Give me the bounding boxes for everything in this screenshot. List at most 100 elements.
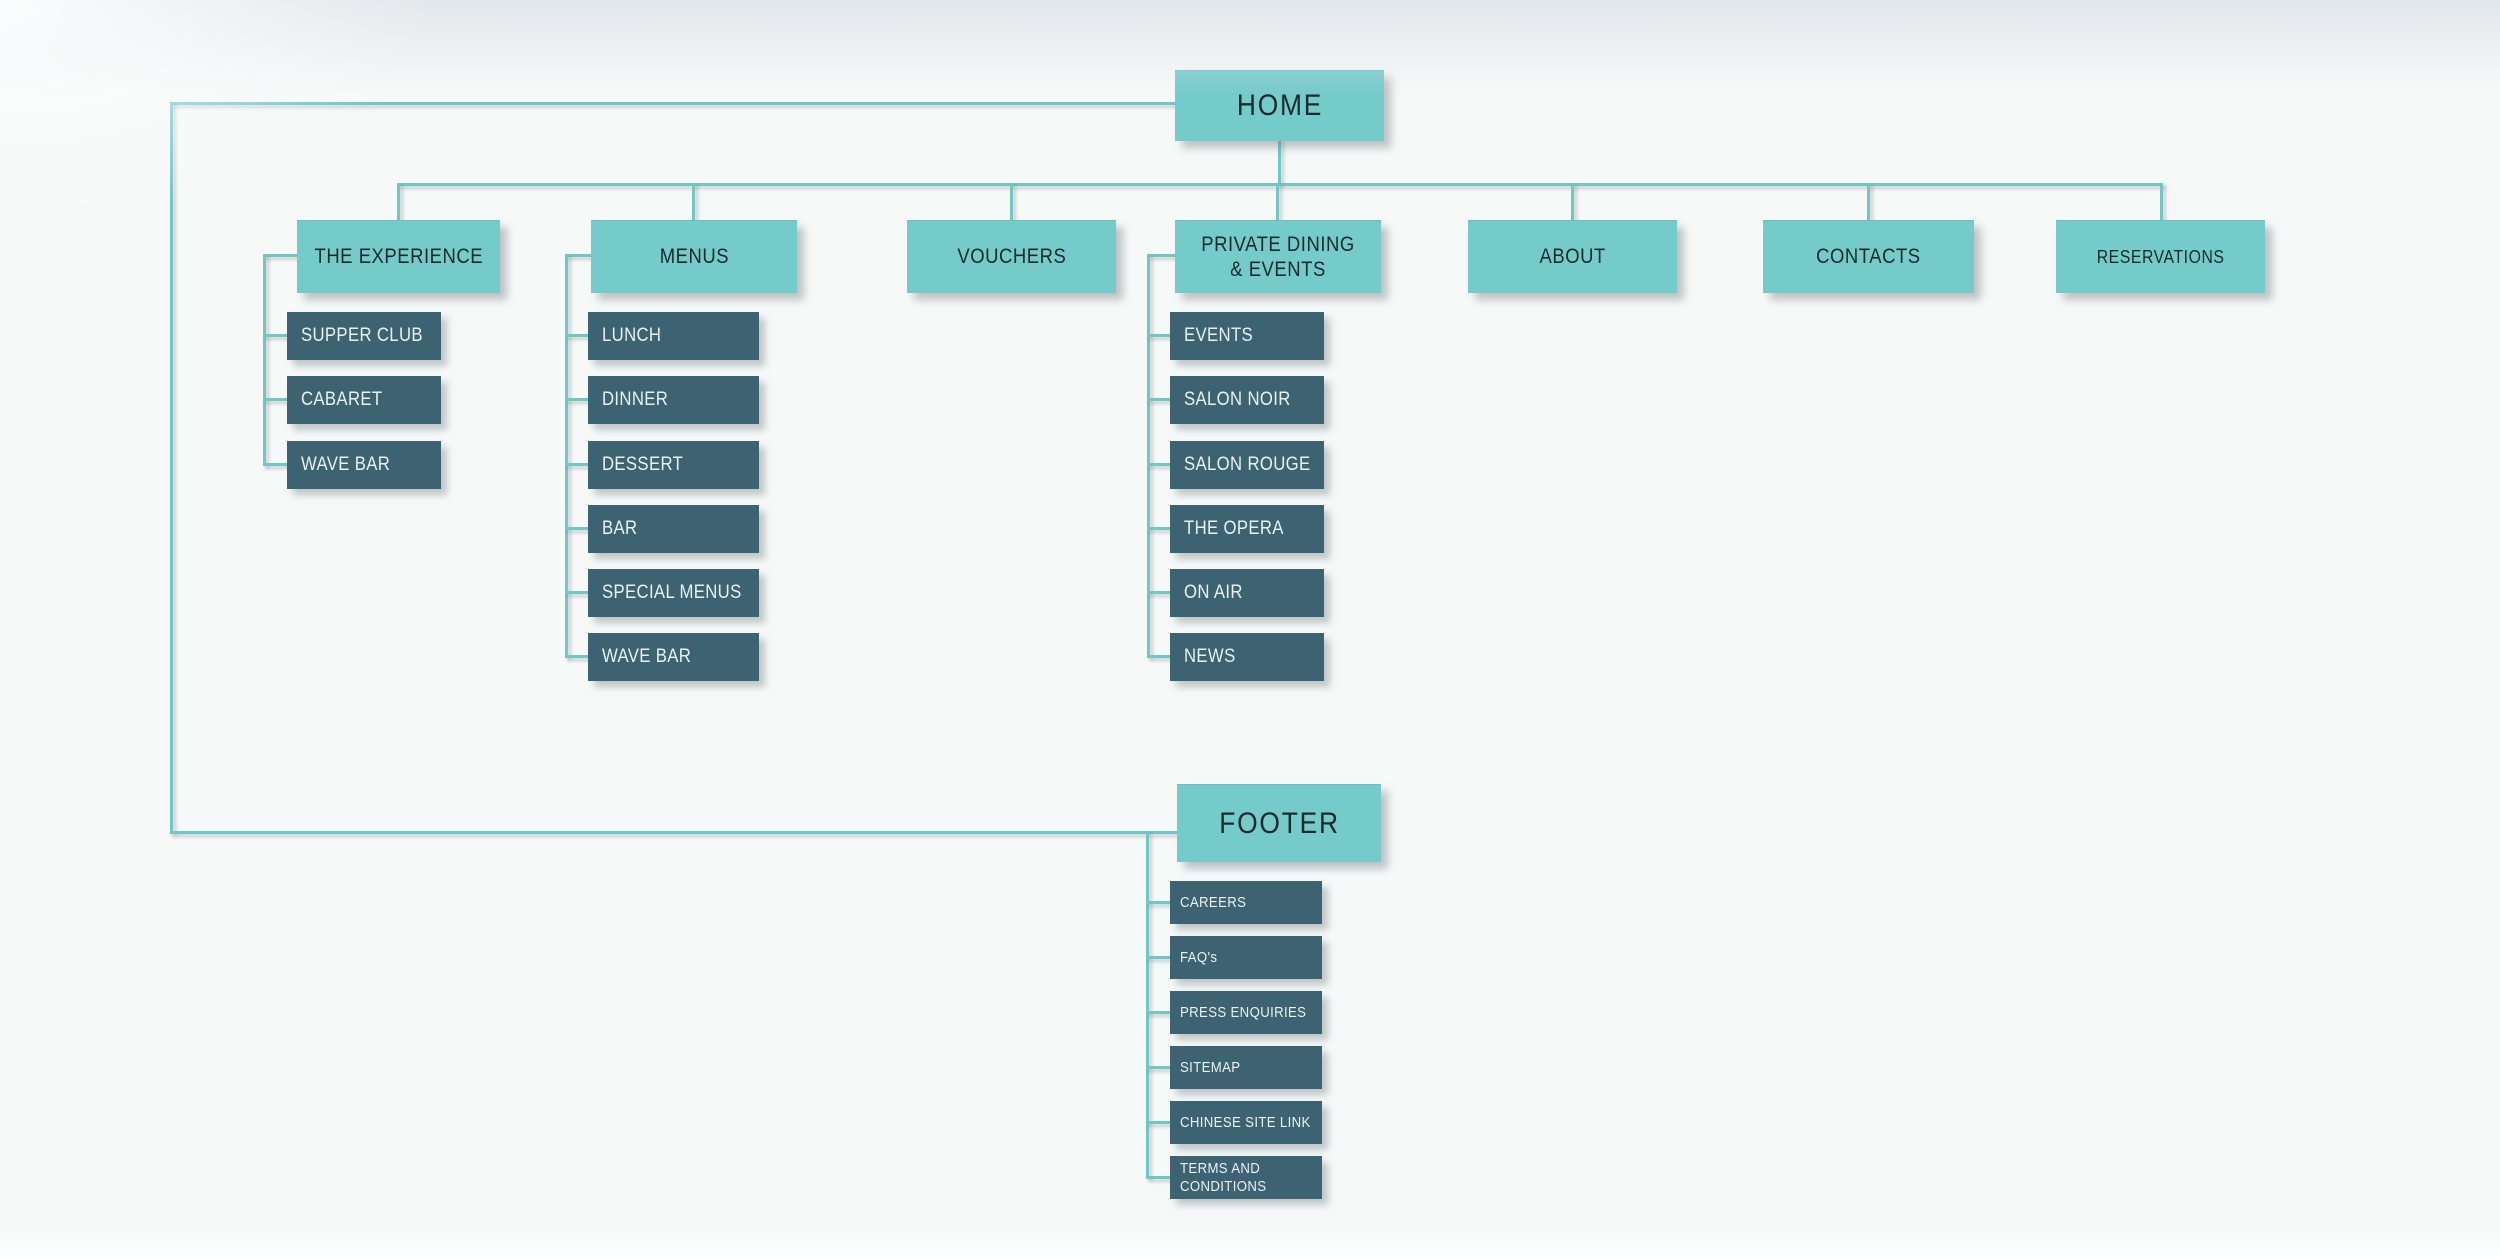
node-label: PRESS ENQUIRIES (1180, 1004, 1307, 1021)
connector-experience-rail (263, 254, 266, 466)
connector-drop-vouchers (1010, 183, 1013, 221)
node-terms-and-conditions: TERMS AND CONDITIONS (1170, 1156, 1322, 1199)
connector-footer-child-stub (1146, 901, 1170, 904)
connector-menus-child-stub (565, 334, 588, 337)
node-label: LUNCH (602, 325, 662, 346)
connector-footer-rail (1146, 831, 1149, 1179)
connector-menus-child-stub (565, 527, 588, 530)
node-label: DESSERT (602, 454, 684, 475)
node-label: RESERVATIONS (2096, 246, 2225, 267)
node-events: EVENTS (1170, 312, 1324, 360)
node-the-opera: THE OPERA (1170, 505, 1324, 553)
connector-experience-stub (263, 254, 297, 257)
node-label: WAVE BAR (301, 454, 391, 475)
node-dinner: DINNER (588, 376, 759, 424)
node-label: VOUCHERS (957, 245, 1066, 268)
node-wave-bar: WAVE BAR (287, 441, 441, 489)
node-label: EVENTS (1184, 325, 1254, 346)
node-label: THE OPERA (1184, 518, 1284, 539)
connector-home-to-left (170, 102, 1175, 105)
node-label: CABARET (301, 389, 383, 410)
connector-left-to-footer (170, 831, 1177, 834)
connector-menus-child-stub (565, 655, 588, 658)
node-label: HOME (1236, 89, 1323, 122)
node-label: CHINESE SITE LINK (1180, 1114, 1311, 1131)
node-supper-club: SUPPER CLUB (287, 312, 441, 360)
connector-drop-the-experience (397, 183, 400, 221)
node-label: MENUS (659, 245, 729, 268)
connector-experience-child-stub (263, 398, 287, 401)
connector-private-child-stub (1147, 334, 1170, 337)
node-label: SPECIAL MENUS (602, 582, 742, 603)
connector-menus-rail (565, 254, 568, 658)
node-menus: MENUS (591, 220, 797, 293)
connector-footer-child-stub (1146, 1011, 1170, 1014)
connector-experience-child-stub (263, 334, 287, 337)
connector-private-child-stub (1147, 463, 1170, 466)
connector-private-child-stub (1147, 527, 1170, 530)
connector-private-child-stub (1147, 655, 1170, 658)
node-the-experience: THE EXPERIENCE (297, 220, 500, 293)
connector-private-rail (1147, 254, 1150, 658)
node-label: FAQ's (1180, 949, 1218, 966)
node-lunch: LUNCH (588, 312, 759, 360)
node-label: CONTACTS (1816, 245, 1921, 268)
connector-left-vertical (170, 102, 173, 834)
node-label: THE EXPERIENCE (314, 245, 483, 268)
node-private-dining-events: PRIVATE DINING & EVENTS (1175, 220, 1381, 293)
node-label: SALON NOIR (1184, 389, 1291, 410)
node-label: WAVE BAR (602, 646, 692, 667)
node-salon-rouge: SALON ROUGE (1170, 441, 1324, 489)
node-contacts: CONTACTS (1763, 220, 1974, 293)
node-news: NEWS (1170, 633, 1324, 681)
node-home: HOME (1175, 70, 1384, 141)
connector-footer-child-stub (1146, 1121, 1170, 1124)
connector-experience-child-stub (263, 463, 287, 466)
node-label: ON AIR (1184, 582, 1243, 603)
node-faqs: FAQ's (1170, 936, 1322, 979)
connector-menus-child-stub (565, 463, 588, 466)
connector-drop-reservations (2160, 183, 2163, 221)
connector-menus-stub (565, 254, 591, 257)
node-sitemap: SITEMAP (1170, 1046, 1322, 1089)
connector-drop-about (1571, 183, 1574, 221)
node-label: TERMS AND CONDITIONS (1180, 1160, 1267, 1195)
connector-top-rail (397, 183, 2163, 186)
connector-drop-private-dining (1276, 183, 1279, 221)
connector-drop-contacts (1867, 183, 1870, 221)
connector-drop-menus (692, 183, 695, 221)
connector-menus-child-stub (565, 398, 588, 401)
node-press-enquiries: PRESS ENQUIRIES (1170, 991, 1322, 1034)
connector-footer-child-stub (1146, 956, 1170, 959)
node-label: DINNER (602, 389, 669, 410)
node-salon-noir: SALON NOIR (1170, 376, 1324, 424)
node-careers: CAREERS (1170, 881, 1322, 924)
node-label: SITEMAP (1180, 1059, 1241, 1076)
node-chinese-site-link: CHINESE SITE LINK (1170, 1101, 1322, 1144)
node-menus-wave-bar: WAVE BAR (588, 633, 759, 681)
node-label: ABOUT (1539, 245, 1606, 268)
connector-home-drop (1278, 140, 1281, 185)
node-bar: BAR (588, 505, 759, 553)
node-label: FOOTER (1218, 806, 1340, 840)
node-dessert: DESSERT (588, 441, 759, 489)
node-label: PRIVATE DINING & EVENTS (1201, 232, 1355, 281)
connector-private-stub (1147, 254, 1175, 257)
node-label: CAREERS (1180, 894, 1247, 911)
node-vouchers: VOUCHERS (907, 220, 1116, 293)
connector-footer-child-stub (1146, 1066, 1170, 1069)
node-about: ABOUT (1468, 220, 1677, 293)
node-label: SUPPER CLUB (301, 325, 423, 346)
node-label: NEWS (1184, 646, 1236, 667)
node-footer: FOOTER (1177, 784, 1381, 862)
node-cabaret: CABARET (287, 376, 441, 424)
connector-menus-child-stub (565, 591, 588, 594)
connector-private-child-stub (1147, 398, 1170, 401)
node-reservations: RESERVATIONS (2056, 220, 2265, 293)
node-special-menus: SPECIAL MENUS (588, 569, 759, 617)
node-label: SALON ROUGE (1184, 454, 1311, 475)
node-on-air: ON AIR (1170, 569, 1324, 617)
node-label: BAR (602, 518, 638, 539)
connector-private-child-stub (1147, 591, 1170, 594)
